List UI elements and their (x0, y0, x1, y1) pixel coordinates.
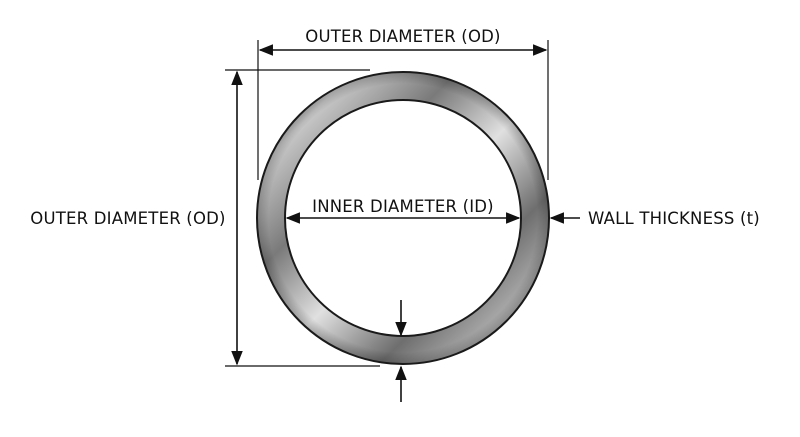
wall-thickness-right: WALL THICKNESS (t) (549, 209, 760, 228)
id-dimension: INNER DIAMETER (ID) (285, 197, 521, 224)
left-od-label: OUTER DIAMETER (OD) (30, 209, 225, 228)
top-od-dimension: OUTER DIAMETER (OD) (257, 27, 549, 180)
wall-thickness-label: WALL THICKNESS (t) (588, 209, 760, 228)
pipe-outer-edge (256, 71, 550, 365)
top-od-label: OUTER DIAMETER (OD) (305, 27, 500, 46)
left-od-dimension: OUTER DIAMETER (OD) (30, 69, 380, 367)
id-label: INNER DIAMETER (ID) (312, 197, 494, 216)
